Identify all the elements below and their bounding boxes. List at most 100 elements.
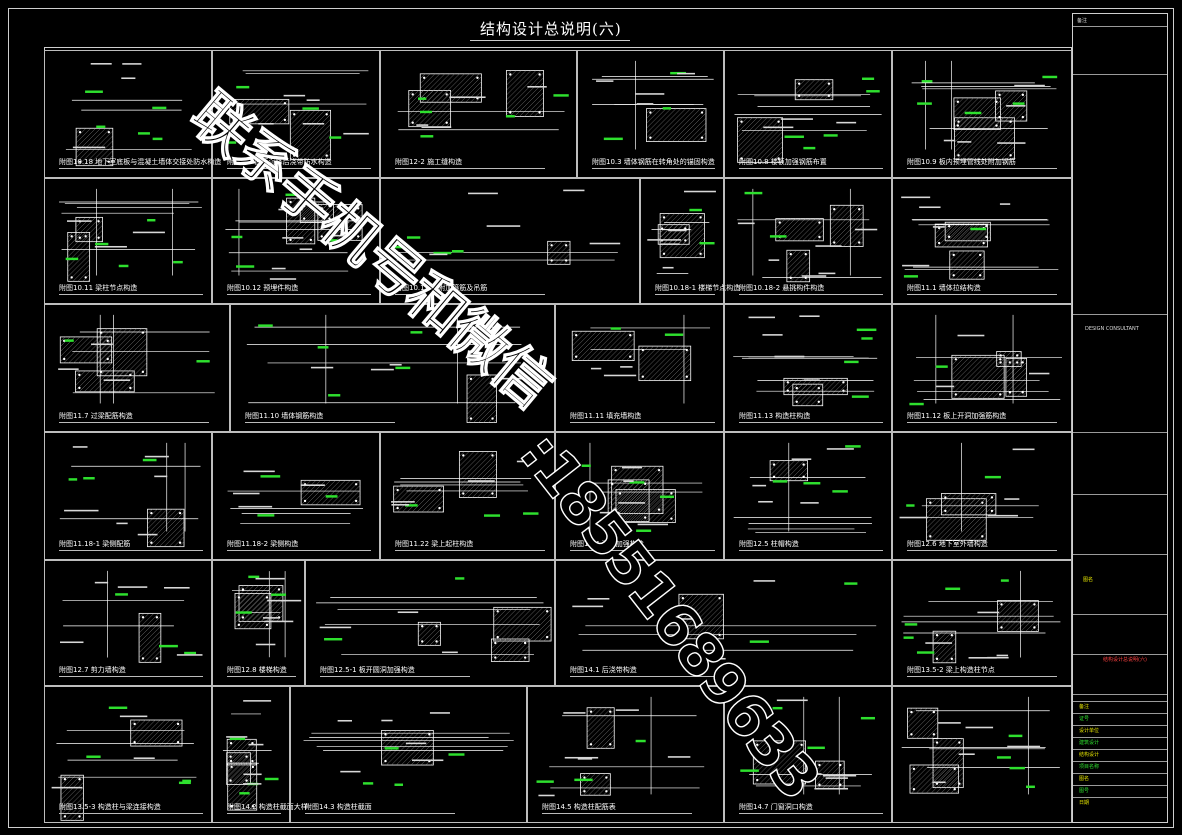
- annotation-mark: [563, 189, 585, 192]
- hatch-line: [997, 600, 1028, 631]
- hatch-line: [926, 764, 955, 794]
- hatch-line: [935, 642, 956, 663]
- hatch-line: [75, 128, 87, 139]
- hatch-line: [940, 647, 956, 663]
- rebar-dot: [956, 124, 960, 127]
- caption-underline: [570, 550, 715, 551]
- detail-drawing: [303, 712, 514, 786]
- annotation-mark: [278, 208, 303, 211]
- dimension-mark: [239, 792, 250, 795]
- dimension-mark: [984, 475, 1001, 479]
- annotation-mark: [763, 126, 794, 129]
- annotation-mark: [1007, 745, 1041, 748]
- hatch-line: [682, 117, 707, 142]
- rebar-dot: [293, 113, 296, 116]
- hatch-line: [677, 112, 707, 142]
- hatch-line: [638, 345, 669, 376]
- annotation-mark: [137, 533, 158, 536]
- rebar-dot: [229, 779, 232, 782]
- hatch-line: [635, 507, 650, 522]
- rebar-dot: [952, 253, 955, 257]
- rebar-dot: [952, 274, 955, 277]
- hatch-line: [608, 479, 638, 510]
- hatch-line: [593, 778, 611, 796]
- hatch-line: [658, 348, 691, 381]
- hatch-line: [103, 370, 125, 392]
- hatch-line: [134, 719, 161, 747]
- hatch-line: [783, 378, 799, 394]
- rebar-dot: [84, 276, 87, 279]
- hatch-line: [310, 480, 336, 505]
- rebar-dot: [910, 710, 913, 714]
- hatch-line: [963, 517, 987, 541]
- annotation-mark: [397, 611, 419, 614]
- hatch-line: [954, 117, 960, 123]
- hatch-line: [68, 336, 95, 364]
- hatch-line: [769, 747, 806, 785]
- hatch-line: [916, 717, 938, 739]
- rebar-dot: [70, 235, 73, 238]
- hatch-line: [381, 730, 417, 766]
- hatch-line: [945, 780, 959, 794]
- annotation-mark: [449, 96, 465, 99]
- detail-cell: 附图10.15 梁附加箍筋及吊筋: [380, 178, 640, 304]
- hatch-line: [954, 117, 980, 143]
- hatch-line: [950, 657, 956, 663]
- rebar-dot: [356, 235, 360, 238]
- annotation-mark: [527, 86, 547, 88]
- section-outline: [490, 638, 530, 662]
- dimension-mark: [384, 747, 399, 750]
- hatch-line: [446, 122, 451, 127]
- hatch-line: [83, 370, 106, 392]
- hatch-line: [638, 345, 644, 352]
- detail-caption: 附图11.13 构造柱构造: [739, 412, 811, 420]
- title-block-row-line: [1073, 797, 1167, 798]
- title-block-row-line: [1073, 785, 1167, 786]
- hatch-line: [664, 217, 705, 258]
- hatch-line: [952, 355, 997, 399]
- hatch-line: [418, 622, 429, 633]
- rebar-dot: [935, 633, 939, 637]
- hatch-line: [317, 204, 343, 230]
- hatch-line: [846, 393, 848, 395]
- annotation-mark: [925, 642, 953, 644]
- hatch-line: [921, 722, 938, 739]
- hatch-line: [60, 336, 76, 352]
- hatch-line: [522, 655, 530, 662]
- hatch-line: [932, 633, 956, 656]
- detail-cell: 附图12.5 柱帽构造: [724, 432, 892, 560]
- hatch-line: [693, 247, 705, 258]
- detail-cell: [892, 686, 1072, 823]
- detail-cell: 附图12.8 楼梯构造: [212, 560, 305, 686]
- rebar-dot: [230, 805, 233, 808]
- detail-caption: 附图11.12 板上开洞加强筋构造: [907, 412, 1007, 420]
- rebar-dot: [354, 483, 358, 486]
- hatch-line: [88, 370, 111, 392]
- rebar-dot: [496, 635, 499, 639]
- annotation-mark: [957, 141, 972, 143]
- hatch-line: [753, 740, 788, 776]
- hatch-line: [959, 493, 981, 515]
- annotation-mark: [620, 366, 633, 368]
- dimension-mark: [823, 134, 838, 137]
- annotation-mark: [1004, 498, 1020, 500]
- rebar-dot: [583, 776, 586, 779]
- dimension-mark: [394, 783, 403, 786]
- hatch-line: [330, 480, 356, 505]
- hatch-line: [678, 594, 724, 639]
- hatch-line: [678, 594, 719, 634]
- rebar-dot: [979, 253, 982, 257]
- annotation-mark: [935, 385, 955, 388]
- hatch-line: [936, 223, 960, 248]
- rebar-dot: [953, 788, 956, 791]
- hatch-line: [64, 801, 84, 821]
- hatch-line: [315, 480, 341, 505]
- hatch-line: [234, 99, 260, 124]
- annotation-mark: [381, 719, 393, 722]
- caption-underline: [395, 294, 545, 295]
- hatch-line: [243, 797, 257, 811]
- dimension-mark: [635, 739, 646, 743]
- hatch-line: [586, 707, 612, 733]
- hatch-line: [60, 787, 84, 810]
- hatch-line: [300, 480, 317, 496]
